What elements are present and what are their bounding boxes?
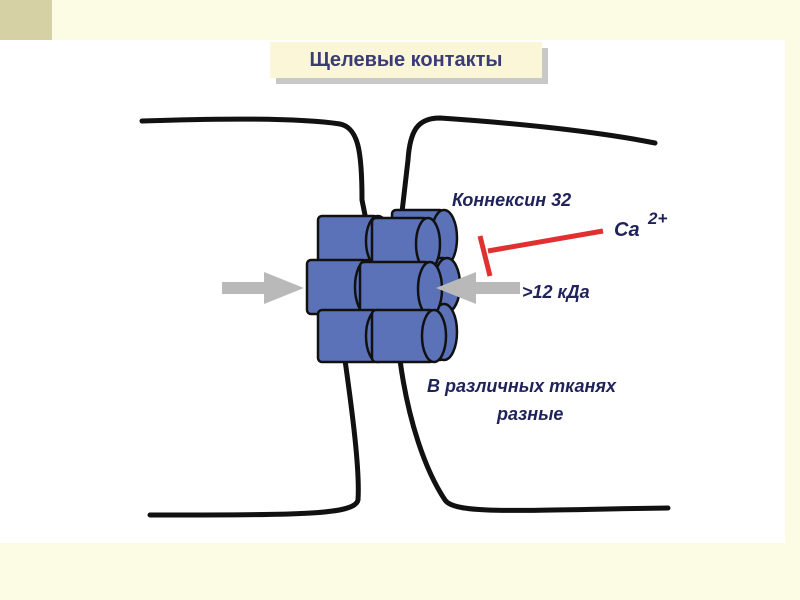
left-cell-membrane-bottom [150, 360, 358, 515]
calcium-charge-label: 2+ [647, 209, 667, 228]
calcium-label: Ca [614, 219, 640, 241]
size-limit-label: >12 кДа [522, 282, 590, 302]
cylinder-bottom-right [372, 310, 446, 362]
tissues-label-line1: В различных тканях [427, 376, 617, 396]
tissues-label-line2: разные [496, 404, 563, 424]
calcium-inhibitor-line [480, 231, 603, 276]
connexin-label: Коннексин 32 [452, 190, 571, 210]
left-cell-membrane-top [142, 119, 366, 220]
cylinder-middle-right [360, 262, 442, 316]
left-passage-arrow [222, 272, 304, 304]
connexon-cylinders [307, 210, 460, 362]
